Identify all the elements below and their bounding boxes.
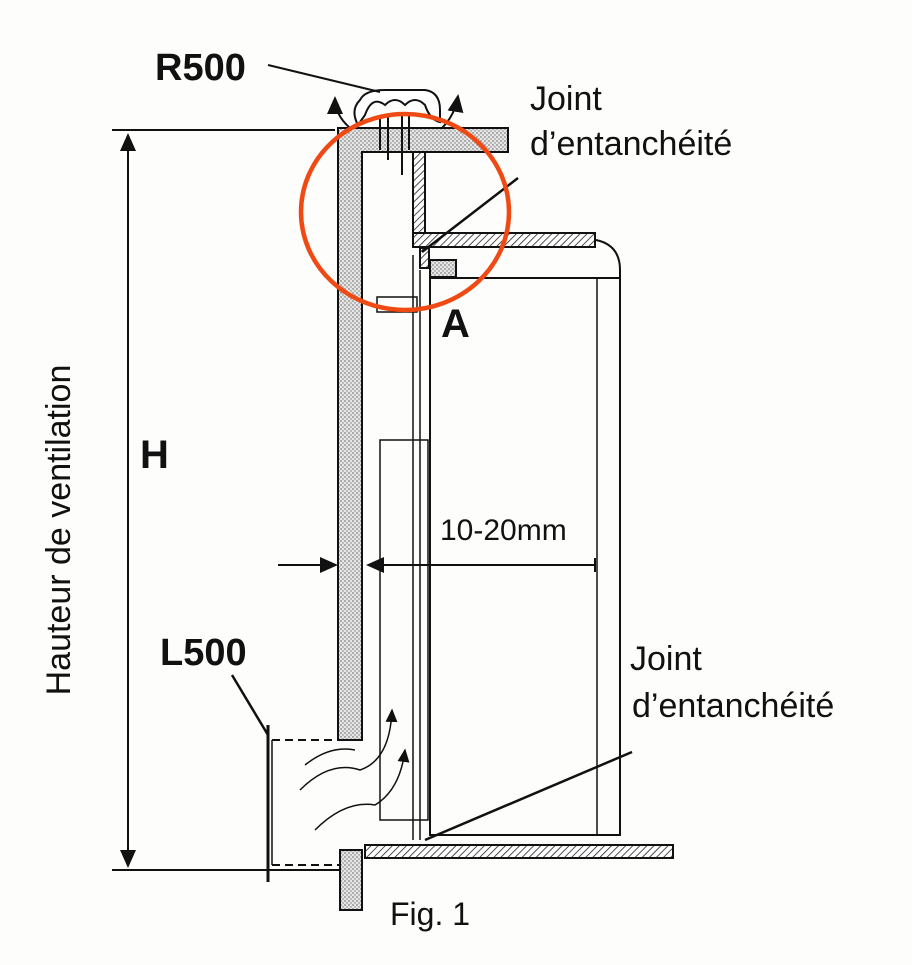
floor-plinth [364,844,674,859]
top-vent-grille [267,64,464,175]
seal-bottom-label-2: d’entanchéité [632,687,834,725]
top-vent-label: R500 [155,47,246,89]
seal-top-label-2: d’entanchéité [530,125,732,163]
bottom-vent-grille [230,674,340,882]
appliance-body [429,239,621,836]
gap-arrows [278,557,596,573]
seal-bottom-leader [424,750,633,842]
seal-top-label-1: Joint [530,80,602,118]
height-dimension-line [112,129,340,871]
cabinet-side [412,151,426,243]
figure-caption: Fig. 1 [390,896,470,932]
top-seal [419,247,430,269]
height-symbol: H [140,433,169,477]
point-a-label: A [441,302,470,346]
height-caption: Hauteur de ventilation [40,365,78,696]
seal-top-leader [421,177,519,253]
highlight-circle [298,111,512,313]
bottom-vent-label: L500 [160,632,247,674]
top-block [429,259,457,278]
airflow-arrows [299,708,410,831]
gap-label: 10-20mm [440,514,567,547]
seal-bottom-label-1: Joint [630,640,702,678]
inner-duct [379,439,429,821]
